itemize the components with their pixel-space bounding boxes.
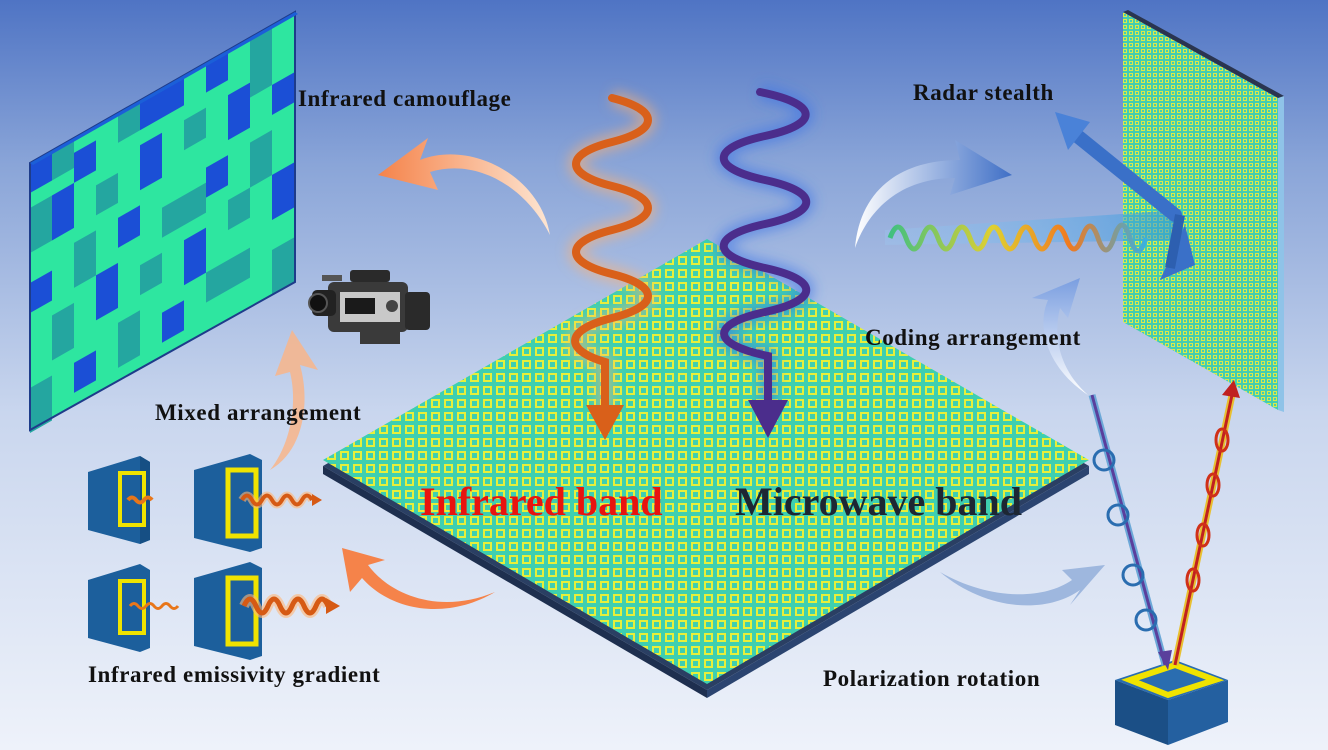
central-metasurface <box>323 239 1089 698</box>
radar-beam <box>885 112 1195 280</box>
camouflage-tiles <box>30 25 294 433</box>
label-polarization-rotation: Polarization rotation <box>823 666 1041 691</box>
label-infrared-emissivity-gradient: Infrared emissivity gradient <box>88 662 381 687</box>
ir-camouflage-arrow <box>378 138 550 235</box>
label-radar-stealth: Radar stealth <box>913 80 1054 105</box>
microwave-wave-icon <box>716 84 814 438</box>
unit-cell-large-1 <box>194 454 322 552</box>
label-coding-arrangement: Coding arrangement <box>865 325 1081 350</box>
gradient-arrow <box>342 548 495 609</box>
coding-arrangement-arrow <box>1032 278 1088 395</box>
label-infrared-camouflage: Infrared camouflage <box>298 86 512 111</box>
unit-cell-large-2 <box>194 562 340 660</box>
radar-panel <box>1123 10 1284 412</box>
polarization-arrow <box>940 565 1105 606</box>
infrared-wave-icon <box>567 90 656 440</box>
unit-cell-small-2 <box>88 564 180 652</box>
polarization-unit-cell <box>1115 660 1228 745</box>
radar-stealth-arrow <box>855 140 1012 248</box>
mixed-arrangement-arrow <box>270 330 318 470</box>
label-microwave-band: Microwave band <box>735 479 1023 524</box>
video-camera-icon <box>308 270 430 344</box>
unit-cell-small-1 <box>88 456 154 544</box>
label-mixed-arrangement: Mixed arrangement <box>155 400 362 425</box>
label-infrared-band: Infrared band <box>420 479 663 524</box>
reflected-polarized-ray <box>1171 380 1240 666</box>
incident-polarized-ray <box>1088 394 1172 670</box>
camouflage-panel <box>29 10 298 433</box>
